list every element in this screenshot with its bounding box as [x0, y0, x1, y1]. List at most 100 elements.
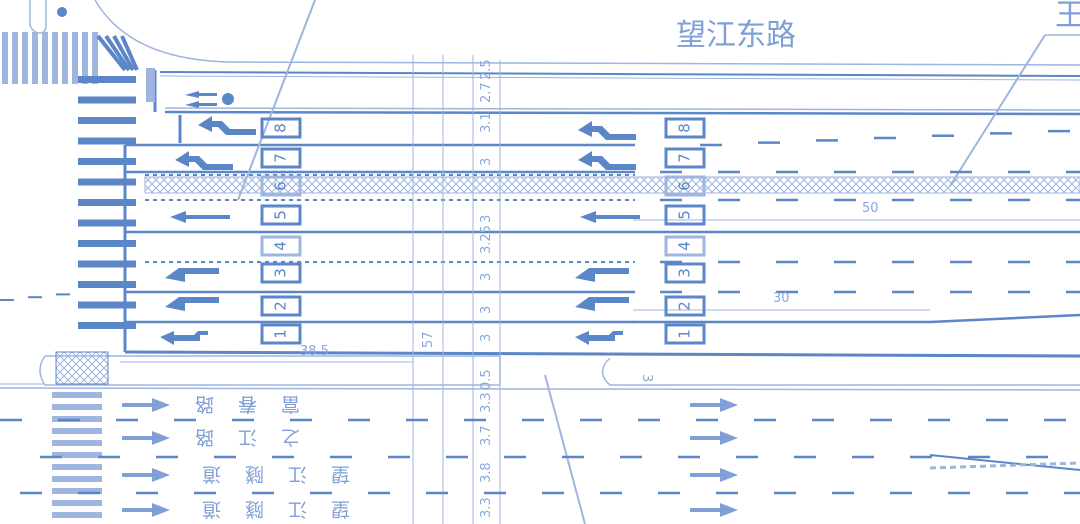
- destination-label: 之江路: [171, 426, 300, 448]
- lane-width-label: 3.3: [479, 392, 494, 413]
- straight-right-arrow: [690, 503, 738, 517]
- lane-number-box: [260, 323, 302, 345]
- crosswalk-corner-stripe: [112, 35, 135, 71]
- crosswalk-stripe: [92, 32, 98, 84]
- lane-width-label: 3: [479, 273, 494, 281]
- crosswalk-stripe: [78, 76, 136, 83]
- crosswalk-corner-stripe: [96, 34, 127, 72]
- crosswalk-stripe: [52, 440, 102, 446]
- straight-arrow: [170, 211, 230, 223]
- lane-edge-line: [0, 387, 1080, 391]
- dim-left-length: 38.5: [300, 344, 329, 359]
- lane-number-box: [260, 235, 302, 257]
- left-uturn-arrow: [575, 331, 623, 345]
- crosswalk-stripe: [52, 32, 58, 84]
- left-turn-arrow: [578, 151, 636, 170]
- lane-number: 1: [272, 329, 290, 339]
- lane-number: 2: [272, 301, 290, 311]
- lane-number: 2: [676, 301, 694, 311]
- crosswalk-stripe: [52, 488, 102, 494]
- crosswalk-stripe: [78, 260, 136, 268]
- crosswalk-stripe: [78, 240, 136, 247]
- lane-number-box: [664, 323, 706, 345]
- lane-width-label: 3.1: [479, 112, 494, 133]
- lane-number-box: [664, 295, 706, 317]
- crosswalk-stripe: [52, 476, 102, 482]
- lane-number: 7: [272, 153, 290, 163]
- bicycle-arrow: [185, 91, 217, 108]
- lane-number: 3: [676, 268, 694, 278]
- left-diagonal-arrow: [575, 268, 629, 282]
- lane-width-label: 3: [479, 306, 494, 314]
- crosswalk-stripe: [78, 281, 136, 288]
- destination-label: 望江隧道: [178, 463, 350, 485]
- lane-number-box: [664, 175, 706, 197]
- clipped-label: 王: [1055, 0, 1080, 33]
- crosswalk-stripe: [78, 322, 136, 329]
- crosswalk-stripe: [78, 199, 136, 206]
- crosswalk-corner-stripe: [120, 35, 139, 71]
- lane-number: 8: [272, 123, 290, 133]
- guide-lines: [412, 55, 501, 524]
- crosswalk-stripe: [72, 32, 78, 84]
- straight-right-arrow: [690, 398, 738, 412]
- straight-right-arrow: [122, 431, 170, 445]
- crosswalk-stripe: [52, 452, 102, 458]
- crosswalk-stripe: [42, 32, 48, 84]
- dim-middle: 57: [421, 331, 436, 348]
- toothed-taper-line: [929, 461, 1080, 470]
- crosswalk-stripe: [52, 464, 102, 470]
- lane-number: 4: [272, 241, 290, 251]
- crosswalk-stripe: [52, 512, 102, 518]
- median-island: [39, 355, 501, 386]
- road-edge-line: [159, 75, 1080, 81]
- lane-edge-line: [124, 350, 1080, 358]
- lane-width-label: 3: [479, 215, 494, 223]
- curb-curve: [94, 0, 1080, 66]
- crosswalk-stripe: [62, 32, 68, 84]
- crosswalk-stripe: [52, 500, 102, 506]
- crosswalk-stripe: [52, 392, 102, 398]
- lane-width-label: 2.7: [479, 82, 494, 103]
- taper-line: [929, 454, 1080, 471]
- crosswalk-stripe: [78, 137, 136, 145]
- road-edge-line: [159, 71, 1080, 77]
- lane-number-box: [664, 147, 706, 169]
- lane-number-box: [260, 295, 302, 317]
- straight-right-arrow: [690, 431, 738, 445]
- lane-number-box: [260, 175, 302, 197]
- dim-taper-long: 50: [862, 201, 879, 216]
- left-uturn-arrow: [160, 331, 208, 345]
- crosswalk-stripe: [78, 219, 136, 227]
- lane-width-label: 0.5: [479, 369, 494, 390]
- bike-lane-line: [164, 110, 1080, 116]
- dim-median: 3: [639, 374, 654, 382]
- crosswalk-stripe: [2, 32, 8, 84]
- lane-width-label: 3: [479, 158, 494, 166]
- curb-ramp: [146, 68, 155, 102]
- crosswalk-stripe: [52, 404, 102, 410]
- crosswalk-stripe: [52, 428, 102, 434]
- lane-number-box: [664, 204, 706, 226]
- crosswalk-stripe: [78, 301, 136, 309]
- leader-lines: [237, 0, 1046, 524]
- left-diagonal-arrow: [575, 297, 629, 311]
- toothed-lane-line: [145, 174, 635, 263]
- lane-width-label: 3.3: [479, 497, 494, 518]
- straight-right-arrow: [122, 503, 170, 517]
- lane-number-box: [260, 262, 302, 284]
- crosswalk-stripe: [32, 32, 38, 84]
- left-turn-arrow: [578, 121, 636, 140]
- straight-right-arrow: [122, 398, 170, 412]
- lane-width-label: 2.5: [479, 59, 494, 80]
- dim-taper-short: 30: [773, 291, 790, 306]
- bicycle-icon: [222, 93, 234, 105]
- lane-width-label: 3.8: [479, 462, 494, 483]
- crosswalk-stripe: [78, 96, 136, 104]
- lane-number: 8: [676, 123, 694, 133]
- lane-number: 5: [272, 210, 290, 220]
- taper-line: [633, 313, 1080, 324]
- bicycle-icon: [57, 7, 67, 17]
